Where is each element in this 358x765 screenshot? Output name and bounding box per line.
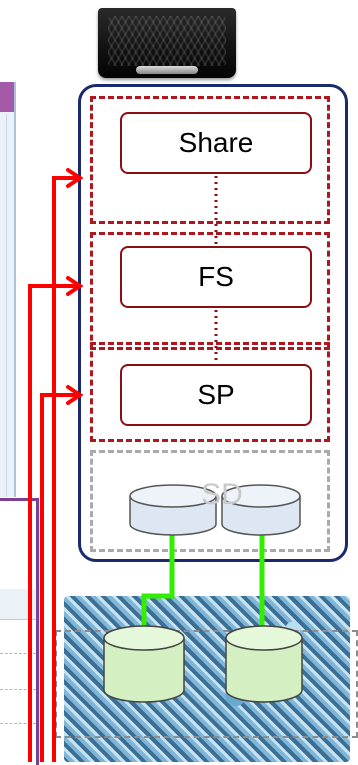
sd-label: SD bbox=[192, 478, 252, 512]
share-arrow-line bbox=[54, 178, 78, 762]
sp-arrow-line bbox=[42, 395, 78, 762]
green-link-left bbox=[144, 524, 172, 640]
disk-right-icon bbox=[226, 626, 302, 702]
disk-left-icon bbox=[104, 626, 184, 702]
